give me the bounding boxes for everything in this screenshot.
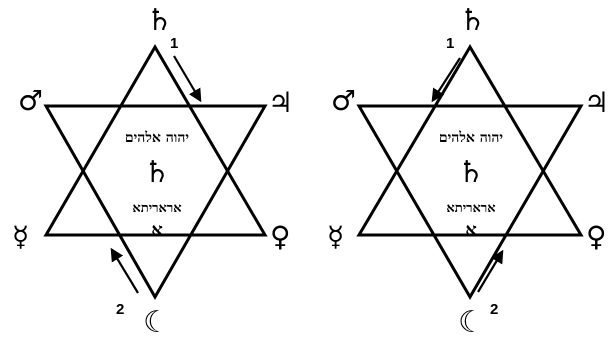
jupiter-symbol: ♃ [584, 86, 609, 119]
downward-triangle [43, 104, 268, 301]
mars-symbol: ♂ [331, 84, 356, 117]
moon-symbol: ☾ [143, 305, 170, 338]
hebrew-inscription: אראריתא [446, 201, 495, 216]
arrow-2 [110, 247, 139, 294]
saturn-top-symbol: ♄ [459, 3, 486, 38]
venus-symbol: ♀ [270, 220, 291, 253]
arrow-2 [477, 249, 504, 293]
hexagram-right: ♄ ♂ ♃ ☿ ♀ ☾ יהוה אלהים ♄ אראריתא א 1 2 [327, 3, 609, 338]
hebrew-letter: א [465, 220, 477, 241]
hebrew-divine-name: יהוה אלהים [125, 130, 189, 146]
mercury-symbol: ☿ [12, 220, 29, 253]
hexagram-left: ♄ ♂ ♃ ☿ ♀ ☾ יהוה אלהים ♄ אראריתא א 1 2 [12, 3, 293, 338]
arrow-2-label: 2 [490, 301, 498, 318]
arrow-1 [431, 57, 461, 103]
hebrew-letter: א [151, 220, 163, 241]
upward-triangle [43, 44, 268, 237]
arrow-2-label: 2 [116, 301, 124, 318]
mars-symbol: ♂ [18, 84, 43, 117]
upward-triangle [356, 44, 584, 237]
arrow-1-label: 1 [170, 35, 178, 52]
mercury-symbol: ☿ [327, 220, 344, 253]
hebrew-divine-name: יהוה אלהים [439, 130, 503, 146]
moon-symbol: ☾ [458, 305, 485, 338]
downward-triangle [356, 104, 584, 300]
venus-symbol: ♀ [586, 220, 607, 253]
arrow-1 [173, 55, 202, 103]
saturn-center-symbol: ♄ [458, 155, 485, 190]
hebrew-inscription: אראריתא [132, 201, 181, 216]
arrow-1-label: 1 [446, 35, 454, 52]
saturn-top-symbol: ♄ [146, 3, 173, 38]
jupiter-symbol: ♃ [268, 86, 293, 119]
saturn-center-symbol: ♄ [144, 155, 171, 190]
